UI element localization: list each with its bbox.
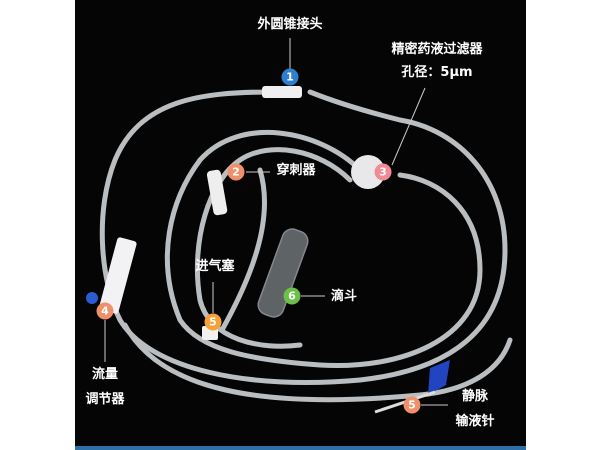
tube-spike-line: [219, 167, 267, 333]
luer-connector: [262, 86, 302, 98]
badge-2-spike: 2: [227, 163, 245, 181]
label-luer-connector: 外圆锥接头: [257, 17, 323, 32]
label-drip-chamber: 滴斗: [330, 289, 358, 304]
label-regulator-line2: 调节器: [85, 392, 125, 407]
label-spike: 穿刺器: [276, 163, 316, 178]
tube-middle-loop: [164, 130, 483, 369]
label-needle-line1: 静脉: [461, 389, 489, 404]
filter: [351, 155, 385, 189]
drip-chamber: [257, 228, 309, 318]
badge-6-drip-chamber: 6: [283, 287, 301, 305]
spike: [206, 169, 228, 216]
badge-1-luer-connector: 1: [281, 68, 299, 86]
badge-5-needle: 5: [403, 396, 421, 414]
label-air-vent: 进气塞: [195, 259, 235, 274]
flow-regulator: [99, 237, 137, 314]
leader-line-3: [391, 87, 426, 166]
bottom-accent-strip: [75, 446, 526, 450]
needle-wings: [428, 360, 450, 395]
badge-4-regulator: 4: [96, 302, 114, 320]
label-needle-line2: 输液针: [455, 414, 495, 429]
tube-inner-loop: [194, 147, 353, 349]
label-filter: 精密药液过滤器: [391, 42, 483, 57]
product-photo-background: [75, 0, 526, 447]
badge-3-filter: 3: [374, 163, 392, 181]
label-filter-pore-size: 孔径：5μm: [401, 65, 473, 80]
regulator-roller: [86, 292, 98, 304]
tube-to-needle: [122, 322, 513, 403]
label-regulator-line1: 流量: [91, 367, 119, 382]
badge-5-air-vent: 5: [204, 313, 222, 331]
tube-outer-loop: [99, 89, 508, 385]
